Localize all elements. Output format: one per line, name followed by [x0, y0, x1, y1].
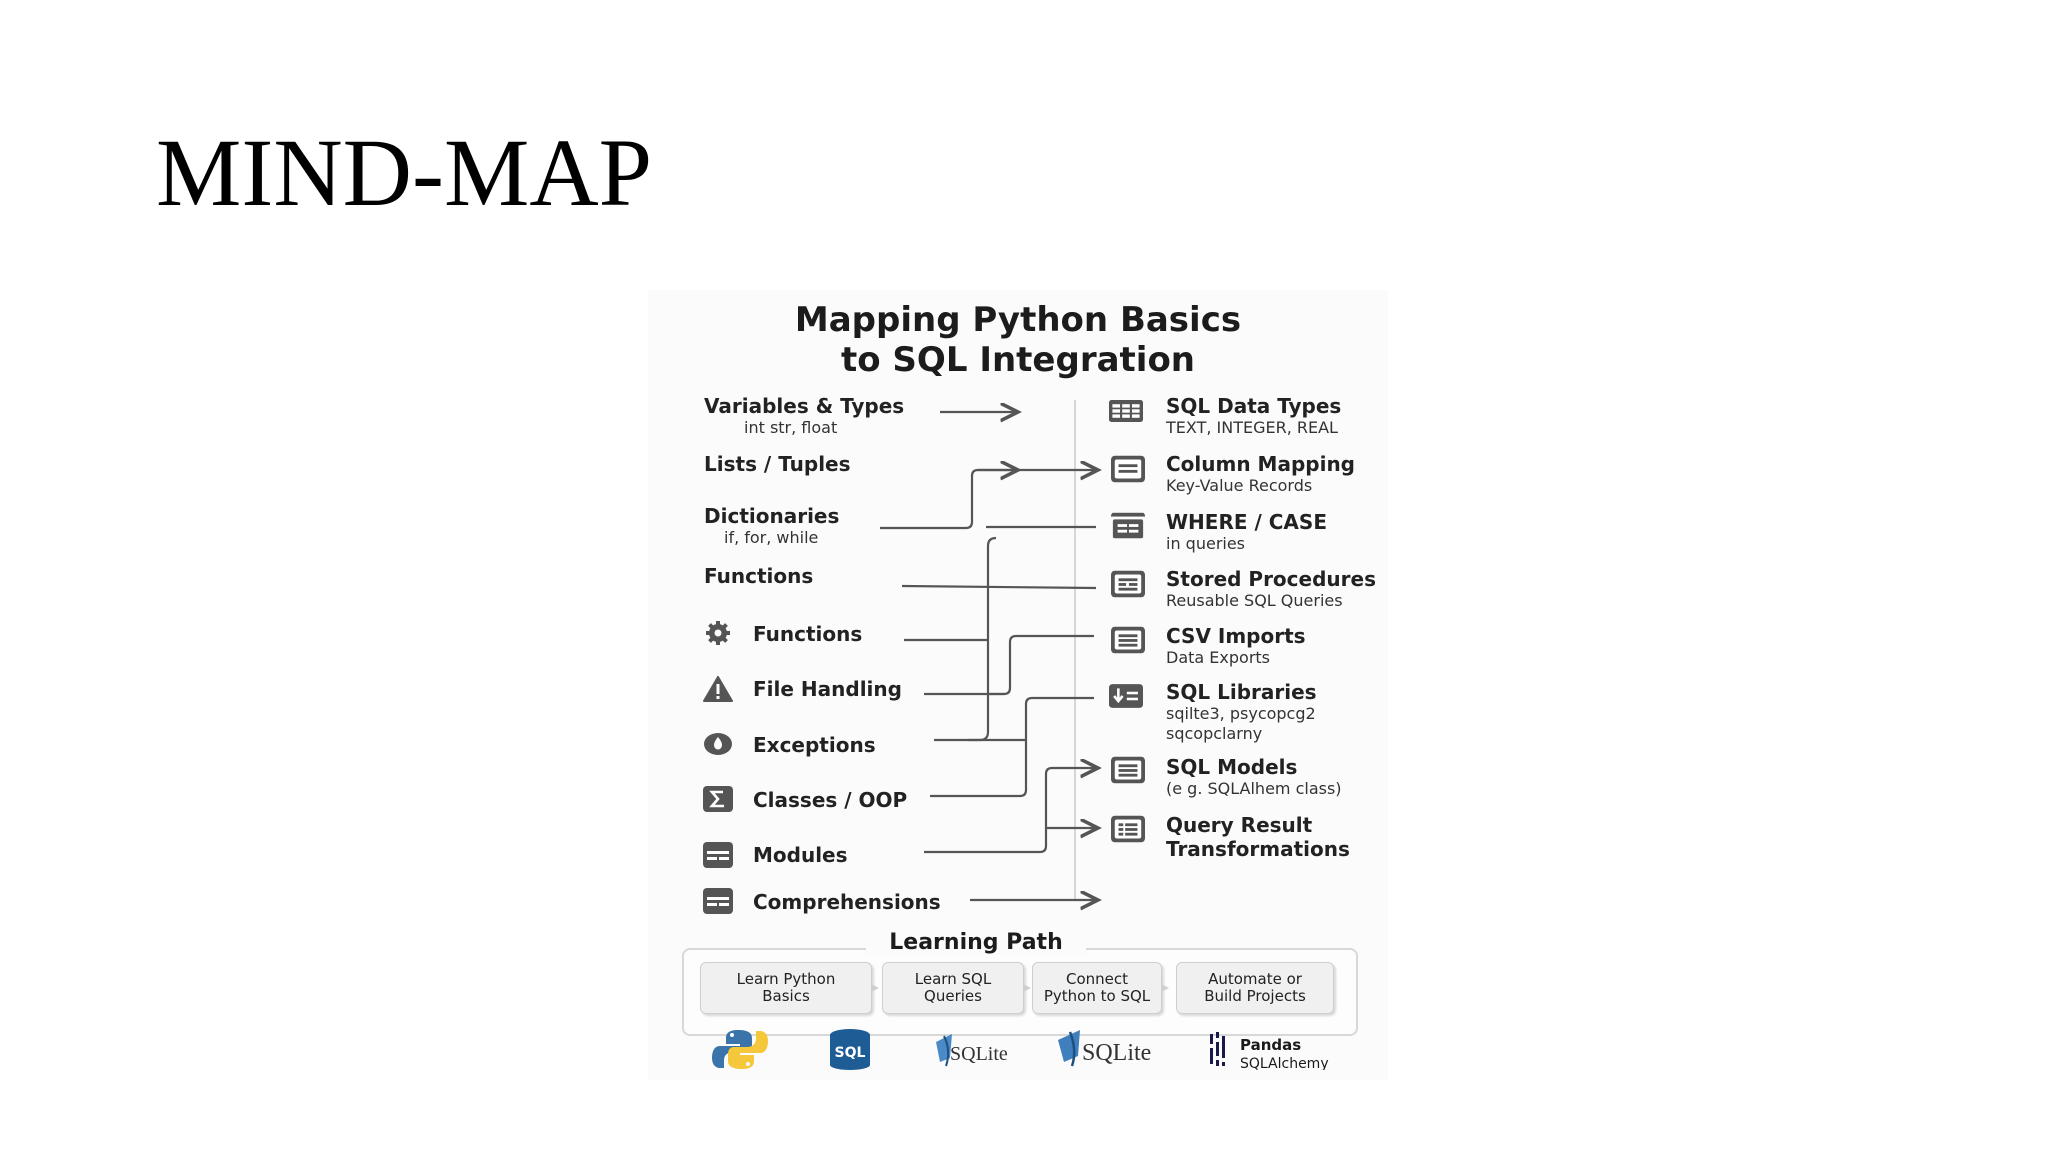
sqlite-logo-2: SQLite	[1058, 1030, 1151, 1067]
right-item-sql-libraries: SQL Libraries sqilte3, psycopcg2 sqcopcl…	[1166, 680, 1317, 743]
sqlite-logo-2-text: SQLite	[1082, 1040, 1151, 1066]
left-item-classes-oop: Classes / OOP	[753, 788, 908, 812]
sql-logo: SQL	[830, 1029, 870, 1070]
left-item-lists-tuples: Lists / Tuples	[704, 452, 851, 502]
right-item-label: Column Mapping	[1166, 452, 1355, 476]
result-icon	[1111, 815, 1145, 843]
left-item-functions-gear: Functions	[753, 622, 863, 646]
learning-step-label: Automate or Build Projects	[1204, 970, 1306, 1005]
pandas-logo: Pandas SQLAlchemy	[1210, 1032, 1329, 1070]
left-item-label: Variables & Types	[704, 394, 905, 418]
list-icon	[1111, 455, 1145, 483]
right-item-stored-procedures: Stored Procedures Reusable SQL Queries	[1166, 567, 1376, 617]
list-icon	[1111, 626, 1145, 654]
connector-functions-text	[901, 584, 1097, 590]
module-icon	[703, 888, 733, 914]
connector-dictionaries	[880, 470, 1018, 530]
filter-icon	[1111, 512, 1145, 539]
right-item-label: WHERE / CASE	[1166, 510, 1327, 534]
python-logo	[712, 1030, 768, 1069]
right-item-sub-2: sqcopclarny	[1166, 724, 1263, 743]
left-item-label: Lists / Tuples	[704, 452, 851, 476]
left-item-modules: Modules	[753, 843, 848, 867]
right-item-label: SQL Data Types	[1166, 394, 1342, 418]
infographic-title-line-2: to SQL Integration	[840, 340, 1196, 380]
right-item-label: Query Result	[1166, 813, 1313, 837]
gear-icon	[706, 621, 730, 645]
left-item-label: Functions	[704, 564, 814, 588]
learning-step-3: Connect Python to SQL	[1032, 962, 1162, 1014]
right-item-sql-models: SQL Models (e g. SQLAlhem class)	[1166, 755, 1342, 805]
left-item-file-handling: File Handling	[753, 677, 902, 701]
learning-path-title: Learning Path	[866, 930, 1086, 955]
right-item-label-2: Transformations	[1166, 837, 1350, 861]
right-item-sql-data-types: SQL Data Types TEXT, INTEGER, REAL	[1166, 394, 1341, 444]
connector-modules	[924, 768, 1098, 854]
download-icon	[1109, 684, 1143, 708]
connector-classes	[930, 696, 1094, 798]
right-item-sub: Reusable SQL Queries	[1166, 591, 1343, 610]
right-item-sub: sqilte3, psycopcg2	[1166, 704, 1316, 723]
connector-lines	[880, 400, 1388, 1080]
left-item-variables-types: Variables & Types int str, float	[704, 394, 904, 444]
mind-map-infographic: Mapping Python Basics to SQL Integration	[648, 290, 1388, 1080]
right-item-sub: TEXT, INTEGER, REAL	[1166, 418, 1338, 437]
module-icon	[703, 842, 733, 868]
right-item-column-mapping: Column Mapping Key-Value Records	[1166, 452, 1355, 502]
learning-step-2: Learn SQL Queries	[882, 962, 1024, 1014]
learning-step-label: Connect Python to SQL	[1043, 970, 1151, 1005]
right-item-label: CSV Imports	[1166, 624, 1306, 648]
drop-icon	[704, 733, 732, 755]
right-item-sub: (e g. SQLAlhem class)	[1166, 779, 1342, 798]
learning-step-label: Learn Python Basics	[736, 970, 836, 1005]
sqlite-logo-text: SQLite	[950, 1043, 1008, 1065]
infographic-title: Mapping Python Basics to SQL Integration	[648, 300, 1388, 380]
infographic-title-line-1: Mapping Python Basics	[794, 300, 1242, 340]
left-item-exceptions: Exceptions	[753, 733, 876, 757]
right-item-sub: in queries	[1166, 534, 1246, 553]
left-item-comprehensions: Comprehensions	[753, 890, 941, 914]
warning-icon	[703, 676, 733, 702]
procedure-icon	[1111, 570, 1145, 598]
learning-step-1: Learn Python Basics	[700, 962, 872, 1014]
sql-logo-text: SQL	[835, 1045, 866, 1061]
right-item-label: SQL Libraries	[1166, 680, 1317, 704]
right-item-where-case: WHERE / CASE in queries	[1166, 510, 1327, 560]
slide-title: MIND-MAP	[156, 119, 653, 226]
right-item-csv-imports: CSV Imports Data Exports	[1166, 624, 1306, 674]
left-item-sub: if, for, while	[724, 528, 819, 547]
connector-file-handling	[924, 634, 1094, 696]
left-item-label: Dictionaries	[704, 504, 840, 528]
list-icon	[1111, 756, 1145, 784]
right-item-query-result: Query Result Transformations	[1166, 813, 1350, 863]
right-item-label: Stored Procedures	[1166, 567, 1376, 591]
right-item-sub: Data Exports	[1166, 648, 1270, 667]
learning-step-4: Automate or Build Projects	[1176, 962, 1334, 1014]
pandas-logo-text: Pandas	[1240, 1036, 1301, 1054]
sigma-icon	[703, 786, 733, 812]
left-item-functions: Functions	[704, 564, 813, 614]
right-item-sub: Key-Value Records	[1166, 476, 1313, 495]
sqlalchemy-logo-text: SQLAlchemy	[1240, 1056, 1329, 1070]
sqlite-logo: SQLite	[936, 1034, 1008, 1067]
learning-step-label: Learn SQL Queries	[914, 970, 992, 1005]
right-item-label: SQL Models	[1166, 755, 1298, 779]
left-item-sub: int str, float	[744, 418, 838, 437]
learning-path-arrows	[871, 984, 1169, 992]
table-icon	[1109, 399, 1143, 423]
left-item-dictionaries: Dictionaries if, for, while	[704, 504, 839, 554]
